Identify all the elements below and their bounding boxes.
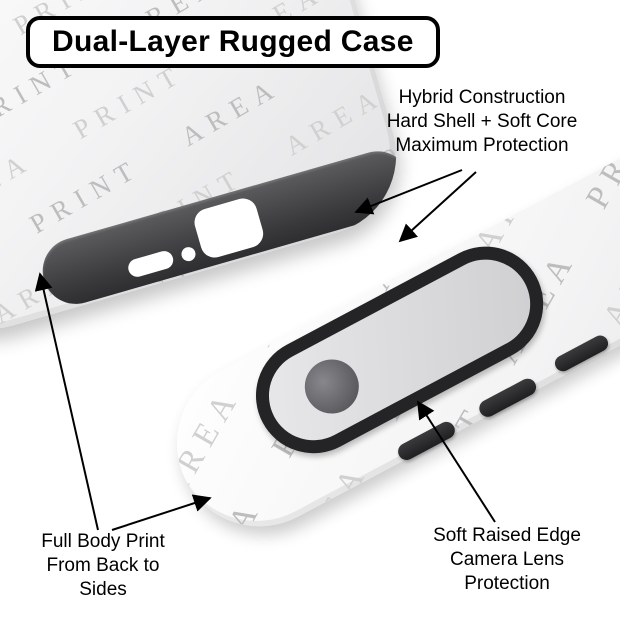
annotation-line: Full Body Print [41,531,165,552]
camera-lens [295,349,369,423]
annotation-line: Protection [464,573,550,594]
annotation-line: Soft Raised Edge [433,525,581,546]
mic-hole [179,245,198,263]
annotation-line: Hard Shell + Soft Core [386,111,578,132]
annotation-line: Sides [79,579,127,600]
annotation-camera-protection: Soft Raised Edge Camera Lens Protection [407,524,607,596]
annotation-line: Maximum Protection [395,135,569,156]
flash-hole [126,248,176,279]
camera-hole [191,195,267,261]
page-title: Dual-Layer Rugged Case [26,16,440,68]
annotation-line: Hybrid Construction [398,87,566,108]
annotation-full-body-print: Full Body Print From Back to Sides [13,530,193,602]
annotation-hybrid-construction: Hybrid Construction Hard Shell + Soft Co… [352,86,612,158]
annotation-line: Camera Lens [449,549,565,570]
annotation-line: From Back to [46,555,160,576]
arrow-fullbody-to-back-case [111,494,212,531]
